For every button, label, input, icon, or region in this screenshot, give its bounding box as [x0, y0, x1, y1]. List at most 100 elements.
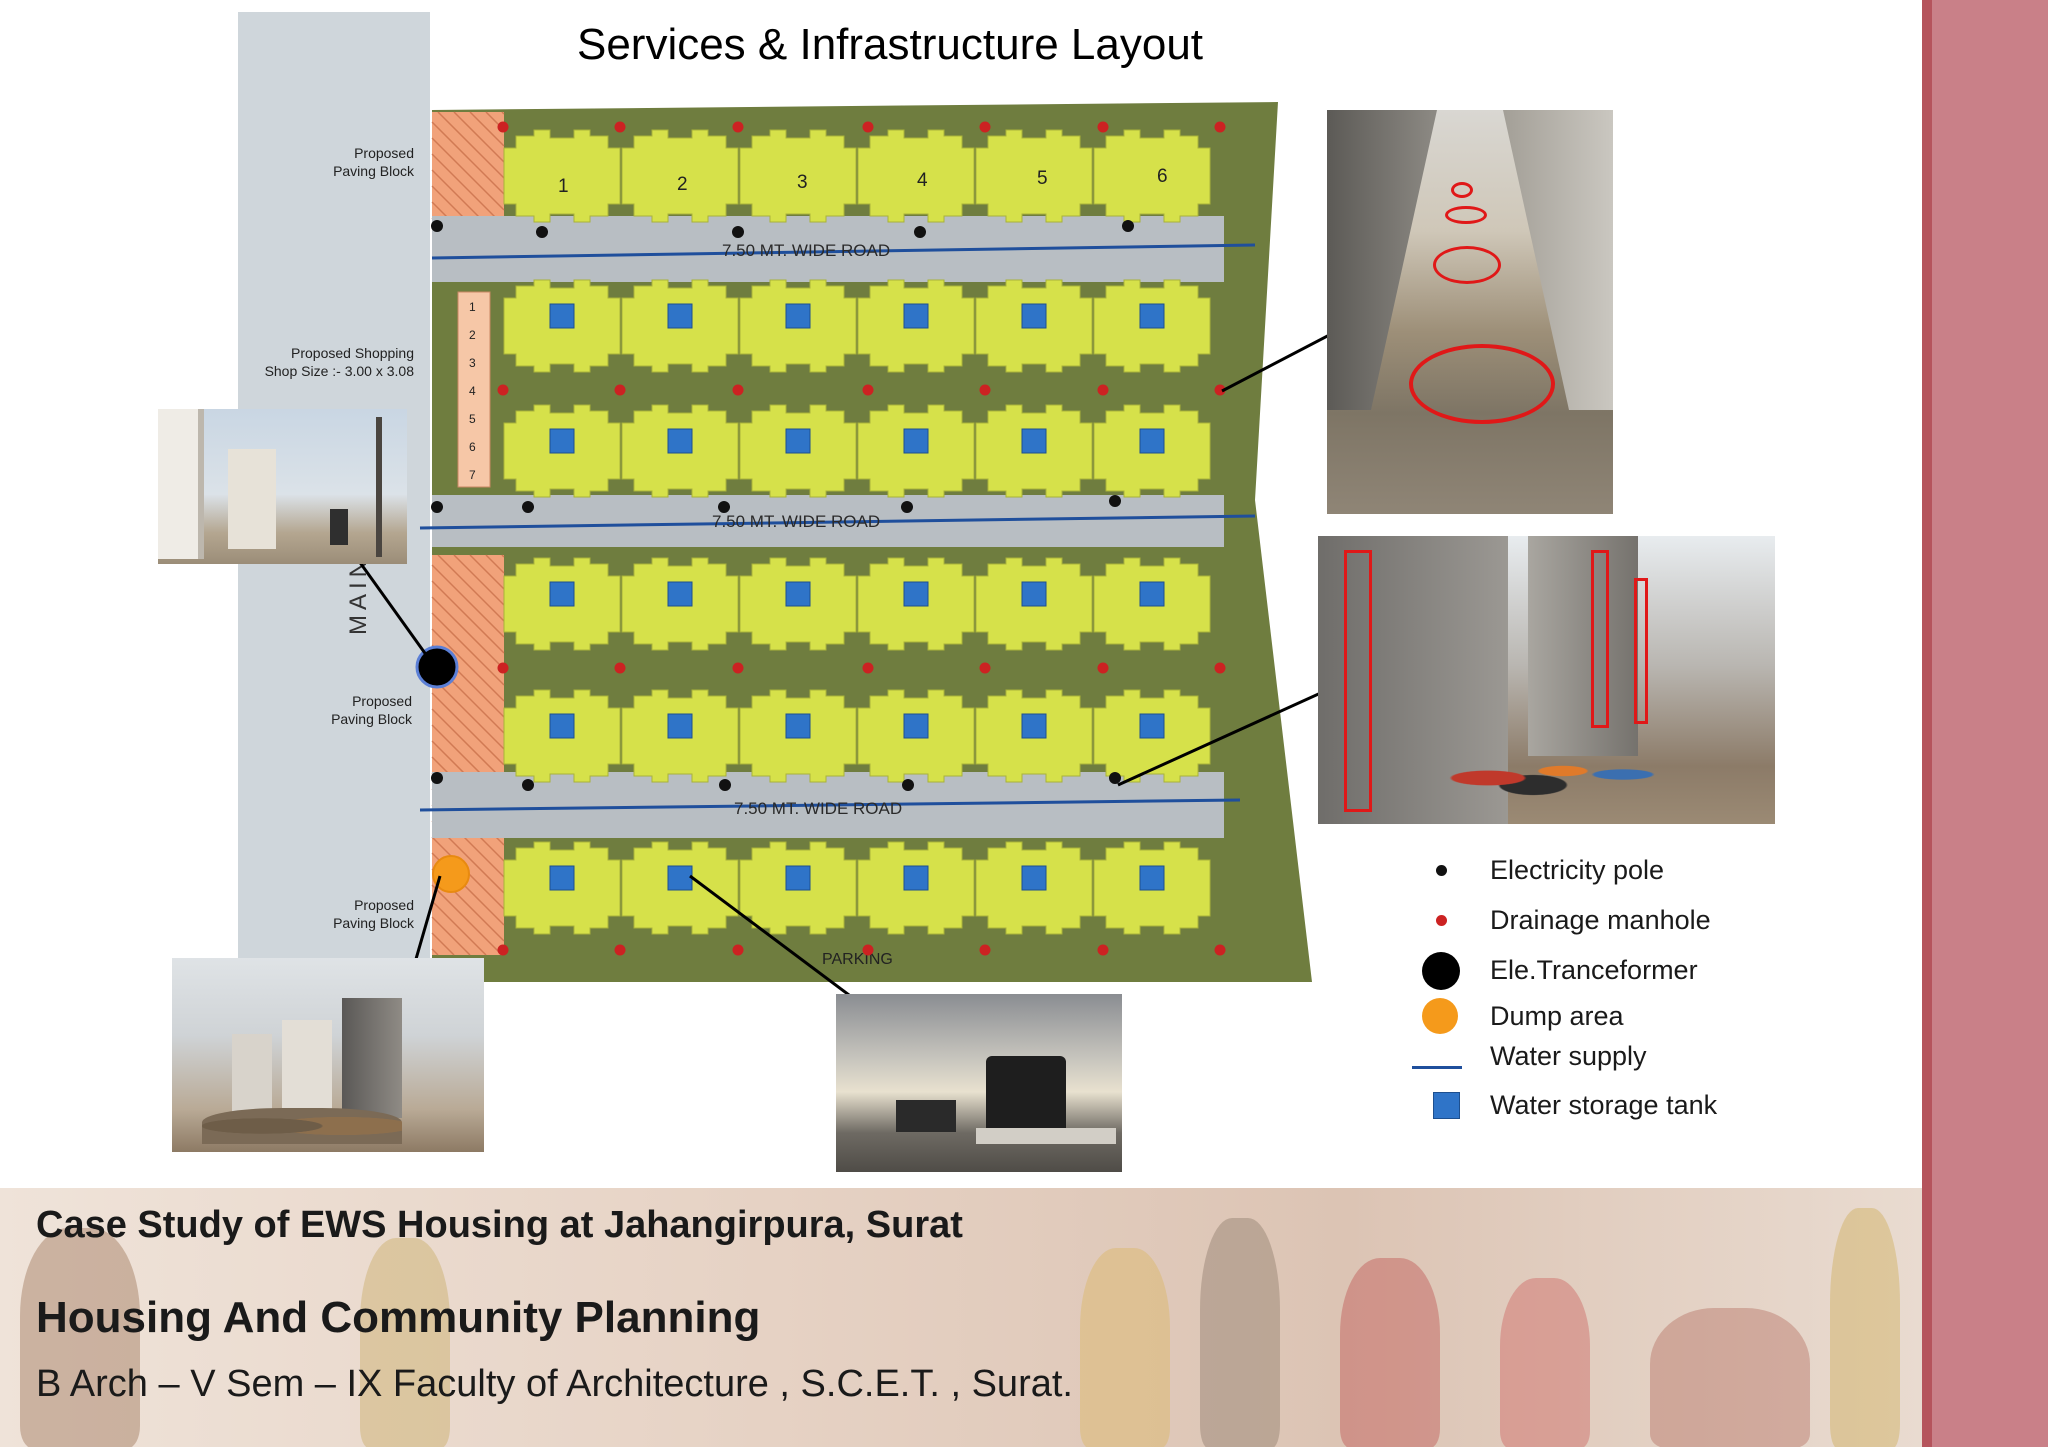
legend-label: Ele.Tranceformer: [1490, 954, 1698, 985]
water-tank-marker: [785, 303, 811, 329]
shopping-label: Shop Size :- 3.00 x 3.08: [265, 363, 415, 379]
water-tank-marker: [549, 428, 575, 454]
drainage-manhole-marker: [979, 384, 991, 396]
housing-block: [739, 129, 857, 223]
legend-item-water-supply: Water supply: [1400, 1036, 1647, 1076]
drainage-manhole-marker: [732, 944, 744, 956]
highlight-box: [1344, 550, 1372, 812]
paving-hatch: [431, 612, 505, 686]
building: [228, 449, 276, 549]
electricity-pole-marker: [431, 220, 443, 232]
building: [232, 1034, 272, 1114]
drainage-manhole-marker: [1214, 944, 1226, 956]
paving-hatch: [501, 554, 505, 558]
pole: [376, 417, 382, 557]
drainage-manhole-marker: [979, 944, 991, 956]
paving-hatch: [431, 916, 471, 956]
water-supply-icon: [1400, 1036, 1490, 1076]
drainage-manhole-marker: [732, 384, 744, 396]
parking-label: PARKING: [822, 951, 893, 968]
background-figure: [1500, 1278, 1590, 1447]
paving-hatch: [453, 111, 505, 163]
paving-hatch: [431, 596, 505, 670]
paving-hatch: [431, 137, 505, 211]
drainage-manhole-marker: [1097, 121, 1109, 133]
footer-course-title: Housing And Community Planning: [36, 1293, 761, 1342]
water-tank-marker: [1139, 581, 1165, 607]
paving-hatch: [431, 692, 505, 766]
block-number: 2: [677, 174, 688, 195]
background-figure: [1830, 1208, 1900, 1447]
block-number: 3: [797, 172, 808, 193]
highlight-ring: [1451, 182, 1473, 198]
water-tank-marker: [785, 865, 811, 891]
water-tank-marker: [667, 713, 693, 739]
paving-hatch: [431, 948, 439, 956]
water-tank-marker: [785, 581, 811, 607]
transformer-photo: [158, 409, 407, 564]
background-figure: [1080, 1248, 1170, 1447]
electricity-pole-marker: [536, 226, 548, 238]
block-number: 6: [1157, 166, 1168, 187]
paving-label: Proposed: [354, 145, 414, 161]
background-figure: [1650, 1308, 1810, 1447]
shopping-label: Proposed Shopping: [291, 345, 414, 361]
drainage-manhole-marker: [862, 121, 874, 133]
road-label: 7.50 MT. WIDE ROAD: [712, 512, 880, 531]
paving-hatch: [431, 121, 505, 195]
paving-label: Paving Block: [331, 711, 413, 727]
footer-banner: Case Study of EWS Housing at Jahangirpur…: [0, 1188, 1922, 1447]
legend-label: Electricity pole: [1490, 854, 1665, 885]
water-tank-marker: [1021, 865, 1047, 891]
housing-block: [503, 129, 621, 223]
drainage-manhole-marker: [862, 944, 874, 956]
water-tank-marker: [785, 713, 811, 739]
housing-block: [857, 129, 975, 223]
highlight-box: [1591, 550, 1609, 728]
drainage-manhole-marker: [862, 662, 874, 674]
drainage-manhole-marker: [732, 662, 744, 674]
legend-item-drainage-manhole: Drainage manhole: [1400, 900, 1711, 940]
paving-hatch: [431, 708, 505, 782]
platform: [976, 1128, 1116, 1144]
housing-block: [621, 129, 739, 223]
paving-label: Proposed: [354, 897, 414, 913]
drainage-photo: [1327, 110, 1613, 514]
water-tank-marker: [903, 428, 929, 454]
water-tank-marker: [785, 428, 811, 454]
paving-hatch: [431, 628, 505, 702]
electricity-pole-marker: [719, 779, 731, 791]
service-markers: [431, 121, 1226, 956]
water-tank-marker: [549, 581, 575, 607]
legend-item-electricity-pole: Electricity pole: [1400, 850, 1664, 890]
water-tank-marker: [903, 713, 929, 739]
highlight-box: [1634, 578, 1648, 724]
water-tank-photo: [836, 994, 1122, 1172]
electric-pole-photo: [1318, 536, 1775, 824]
building: [282, 1020, 332, 1116]
shop-number: 7: [469, 468, 476, 482]
background-figure: [20, 1228, 140, 1447]
highlight-ring: [1445, 206, 1487, 224]
paving-hatch: [469, 554, 505, 590]
water-tank-marker: [903, 303, 929, 329]
drainage-manhole-icon: [1400, 900, 1490, 940]
water-supply-line: [419, 514, 1256, 530]
background-figure: [360, 1238, 450, 1447]
footer-institution: B Arch – V Sem – IX Faculty of Architect…: [36, 1363, 1073, 1405]
drainage-manhole-marker: [979, 121, 991, 133]
tank: [986, 1056, 1066, 1132]
shop-number: 1: [469, 300, 476, 314]
people: [1398, 736, 1698, 806]
paving-hatch: [437, 111, 505, 179]
electricity-pole-marker: [718, 501, 730, 513]
block-number: 4: [917, 170, 928, 191]
drainage-manhole-marker: [1097, 944, 1109, 956]
paving-hatch: [431, 932, 455, 956]
block-number: 1: [558, 176, 569, 197]
page-title: Services & Infrastructure Layout: [576, 20, 1204, 69]
drainage-manhole-marker: [614, 662, 626, 674]
paving-label: Proposed: [352, 693, 412, 709]
paving-label: Paving Block: [333, 163, 415, 179]
